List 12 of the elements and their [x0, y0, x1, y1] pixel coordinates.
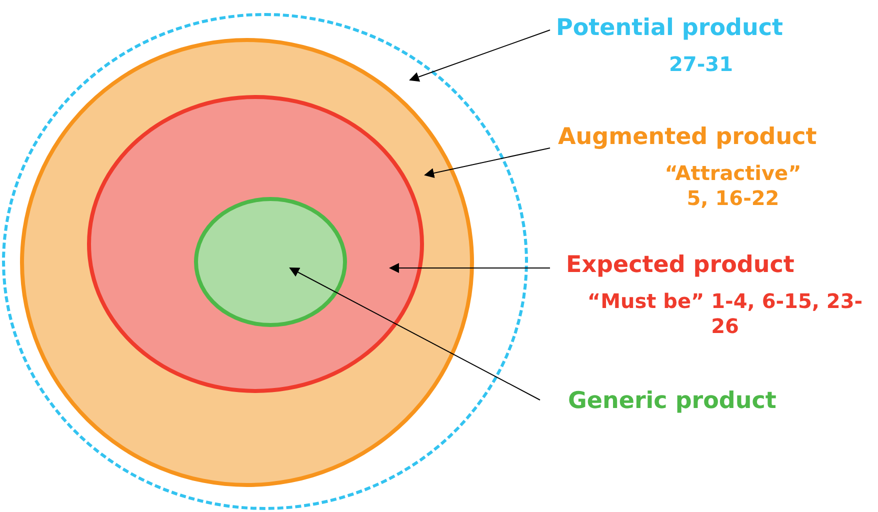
layer-title: Augmented product — [558, 123, 818, 151]
layer-title: Potential product — [556, 14, 784, 42]
outer-dashed-circle — [2, 13, 528, 510]
feature-numbers: 27-31 — [668, 52, 734, 77]
feature-numbers: “Must be” 1-4, 6-15, 23-26 — [586, 289, 864, 339]
leader-arrow — [289, 268, 540, 400]
feature-numbers: “Attractive” 5, 16-22 — [664, 161, 802, 211]
layer-title: Generic product — [568, 387, 778, 415]
layer-title: Expected product — [566, 251, 796, 279]
leader-arrow — [409, 30, 550, 82]
leader-arrow — [389, 263, 550, 273]
leader-arrow — [424, 148, 550, 178]
